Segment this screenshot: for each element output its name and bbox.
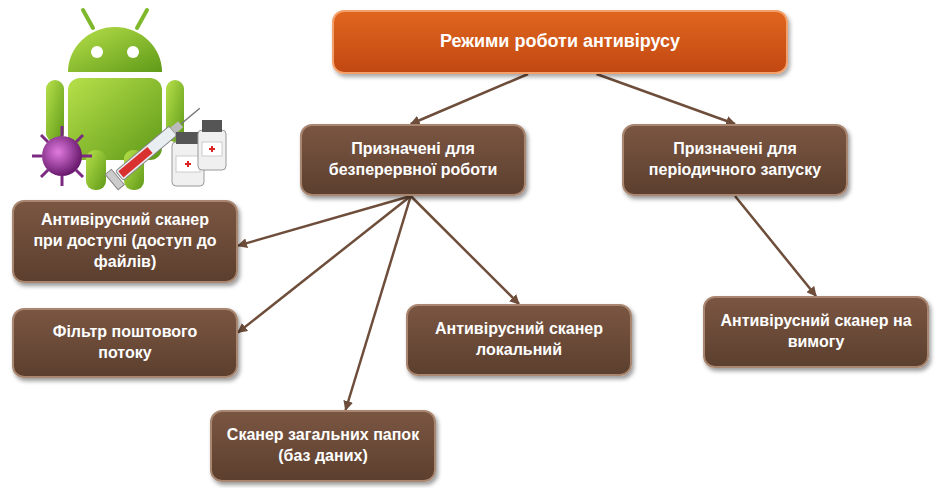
arrow-connector [411, 74, 528, 124]
arrow-connector [735, 196, 816, 296]
box-label: Режими роботи антивірусу [440, 30, 680, 53]
mode-box: Антивірусний сканер локальний [406, 304, 632, 376]
box-label: Антивірусний сканер на вимогу [717, 311, 915, 353]
box-label: Фільтр поштового потоку [26, 322, 224, 364]
arrow-connector [346, 196, 411, 410]
category-box: Призначені для безперервної роботи [300, 124, 526, 196]
category-box: Призначені для періодичного запуску [622, 124, 848, 196]
arrow-connector [238, 196, 411, 333]
mode-box: Сканер загальних папок (баз даних) [210, 410, 436, 482]
mode-box: Фільтр поштового потоку [12, 308, 238, 378]
box-label: Антивірусний сканер при доступі (доступ … [26, 210, 224, 272]
arrow-connector [596, 74, 735, 124]
android-illustration [0, 0, 300, 200]
box-label: Призначені для безперервної роботи [314, 139, 512, 181]
mode-box: Антивірусний сканер при доступі (доступ … [12, 200, 238, 283]
box-label: Сканер загальних папок (баз даних) [224, 425, 422, 467]
arrow-connector [238, 196, 411, 246]
title-box: Режими роботи антивірусу [332, 10, 788, 74]
mode-box: Антивірусний сканер на вимогу [703, 296, 929, 368]
arrow-connector [411, 196, 519, 304]
box-label: Антивірусний сканер локальний [420, 319, 618, 361]
box-label: Призначені для періодичного запуску [636, 139, 834, 181]
